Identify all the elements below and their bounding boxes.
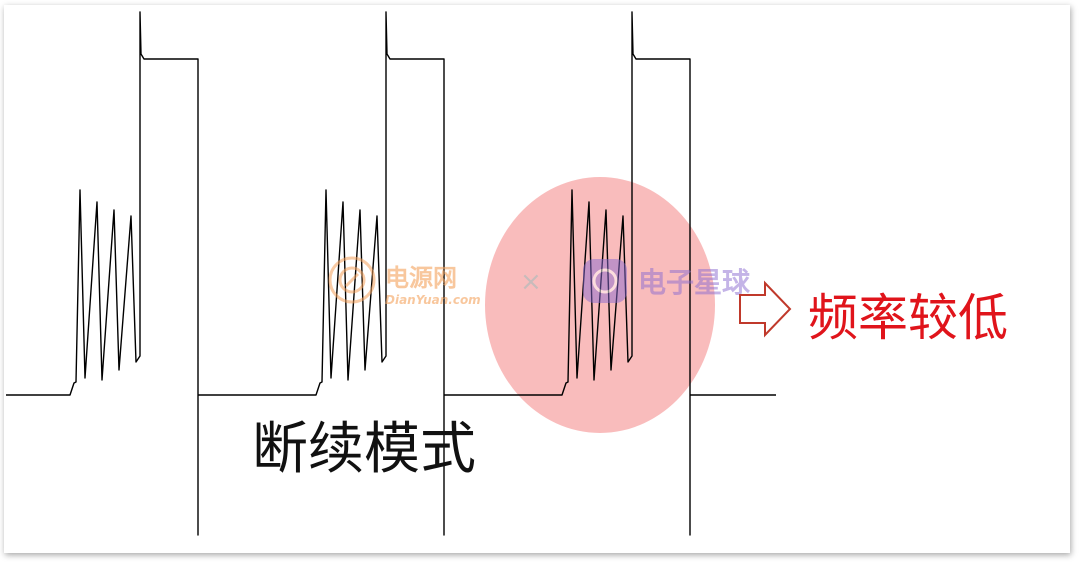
right-outline-arrow-icon bbox=[739, 280, 792, 338]
watermark-separator: × bbox=[520, 267, 542, 297]
watermark-brand-en: DianYuan.com bbox=[385, 293, 481, 307]
result-label: 频率较低 bbox=[808, 289, 1008, 347]
planet-logo-icon bbox=[583, 259, 627, 303]
mode-label: 断续模式 bbox=[252, 417, 476, 482]
watermark-brand-cn: 电源网 bbox=[385, 264, 457, 292]
highlight-circle bbox=[485, 177, 715, 433]
dianyuan-logo-icon bbox=[328, 256, 376, 304]
watermark-partner-cn: 电子星球 bbox=[638, 266, 751, 299]
